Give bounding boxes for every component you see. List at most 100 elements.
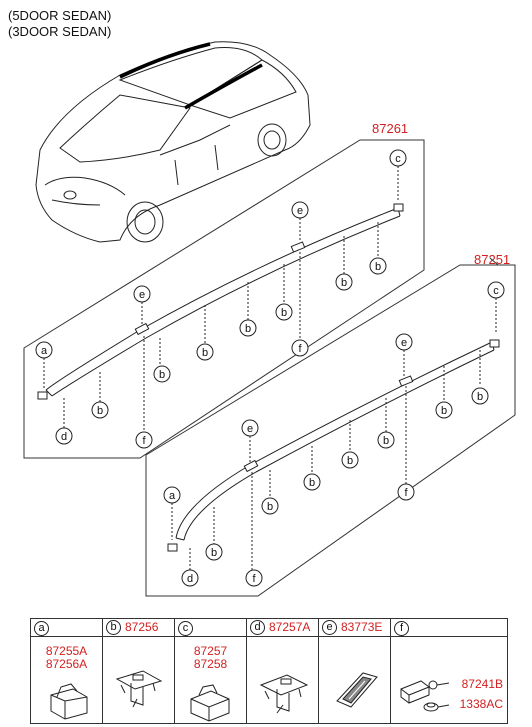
legend-cell-d [246, 636, 319, 724]
exploded-parts-diagram: a d b e f b b b b e f b b c a d b e f b … [23, 41, 516, 597]
part-code-87241B[interactable]: 87241B [461, 677, 503, 691]
svg-text:e: e [247, 423, 253, 435]
svg-text:b: b [375, 261, 381, 273]
part-code-87258[interactable]: 87258 [193, 657, 228, 671]
svg-text:b: b [281, 307, 287, 319]
callout-b[interactable]: b [261, 497, 279, 515]
legend-header-f: f [390, 618, 508, 637]
upper-rail-pad-1[interactable] [134, 322, 150, 336]
callout-b[interactable]: b [205, 543, 223, 561]
legend-cell-c: 87257 87258 [174, 636, 247, 724]
legend-cell-e [318, 636, 391, 724]
legend-header-c: c [174, 618, 247, 637]
svg-text:b: b [267, 501, 273, 513]
svg-text:b: b [202, 347, 208, 359]
callout-d[interactable]: d [55, 427, 73, 445]
svg-text:b: b [477, 391, 483, 403]
callout-b[interactable]: b [435, 401, 453, 419]
callout-f[interactable]: f [135, 431, 153, 449]
svg-text:e: e [401, 337, 407, 349]
callout-b[interactable]: b [153, 365, 171, 383]
callout-a[interactable]: a [35, 341, 53, 359]
lower-roof-rail[interactable] [175, 341, 495, 541]
part-c-illustration [190, 684, 230, 722]
callout-d[interactable]: d [181, 569, 199, 587]
roof-rack-highlight [119, 42, 263, 110]
callout-c[interactable]: c [389, 149, 407, 167]
part-d-illustration [259, 674, 309, 714]
callout-a[interactable]: a [163, 486, 181, 504]
part-code-87257[interactable]: 87257 [193, 644, 228, 658]
svg-text:b: b [159, 369, 165, 381]
callout-b[interactable]: b [377, 431, 395, 449]
lower-rail-clip-right[interactable] [489, 339, 500, 348]
callout-e[interactable]: e [291, 201, 309, 219]
svg-text:b: b [97, 405, 103, 417]
svg-text:b: b [341, 277, 347, 289]
callout-b[interactable]: b [369, 257, 387, 275]
svg-text:e: e [297, 205, 303, 217]
callout-f[interactable]: f [397, 483, 415, 501]
svg-text:c: c [395, 153, 401, 165]
svg-text:b: b [211, 547, 217, 559]
callout-f[interactable]: f [291, 339, 309, 357]
svg-text:d: d [61, 431, 67, 443]
upper-rail-clip-right[interactable] [393, 203, 404, 212]
callout-e[interactable]: e [395, 333, 413, 351]
part-f-illustration [400, 680, 450, 712]
callout-b[interactable]: b [471, 387, 489, 405]
svg-text:f: f [404, 487, 408, 499]
part-number-upper-assembly[interactable]: 87261 [372, 121, 409, 136]
callout-b[interactable]: b [196, 343, 214, 361]
svg-text:d: d [187, 573, 193, 585]
lower-assembly-frame [145, 264, 516, 597]
svg-text:f: f [298, 343, 302, 355]
legend-cell-a: 87255A 87256A [30, 636, 103, 724]
upper-rail-pad-2[interactable] [290, 241, 306, 253]
callout-b[interactable]: b [239, 319, 257, 337]
header-line-1: (5DOOR SEDAN) [8, 8, 112, 23]
lower-rail-pad-1[interactable] [243, 459, 259, 473]
part-code-1338AC[interactable]: 1338AC [459, 697, 503, 711]
svg-text:f: f [142, 435, 146, 447]
upper-rail-clip-left[interactable] [37, 391, 48, 400]
svg-text:b: b [245, 323, 251, 335]
upper-assembly-frame [23, 139, 425, 459]
part-b-illustration [115, 670, 163, 708]
lower-rail-clip-left[interactable] [167, 543, 178, 552]
legend-cell-b [102, 636, 175, 724]
svg-text:a: a [169, 490, 176, 502]
lower-rail-pad-2[interactable] [398, 375, 414, 387]
svg-text:c: c [493, 285, 499, 297]
callout-f[interactable]: f [245, 569, 263, 587]
svg-text:b: b [309, 477, 315, 489]
svg-text:f: f [252, 573, 256, 585]
svg-text:e: e [139, 289, 145, 301]
callout-b[interactable]: b [341, 451, 359, 469]
callout-b[interactable]: b [303, 473, 321, 491]
callout-b[interactable]: b [275, 303, 293, 321]
svg-text:b: b [383, 435, 389, 447]
part-a-illustration [50, 683, 88, 720]
callouts: a d b e f b b b b e f b b c a d b e f b … [35, 149, 505, 587]
svg-text:b: b [347, 455, 353, 467]
callout-b[interactable]: b [335, 273, 353, 291]
callout-e[interactable]: e [133, 285, 151, 303]
header-line-2: (3DOOR SEDAN) [8, 24, 112, 39]
svg-text:a: a [41, 345, 48, 357]
callout-e[interactable]: e [241, 419, 259, 437]
callout-c[interactable]: c [487, 281, 505, 299]
legend-cell-f: 87241B 1338AC [390, 636, 508, 724]
callout-b[interactable]: b [91, 401, 109, 419]
svg-text:b: b [441, 405, 447, 417]
part-code-87256A[interactable]: 87256A [45, 657, 88, 671]
part-code-87255A[interactable]: 87255A [45, 644, 88, 658]
legend-header-a: a [30, 618, 103, 637]
vehicle-illustration [35, 41, 311, 243]
leader-lines [43, 166, 497, 570]
part-e-illustration [336, 672, 378, 708]
